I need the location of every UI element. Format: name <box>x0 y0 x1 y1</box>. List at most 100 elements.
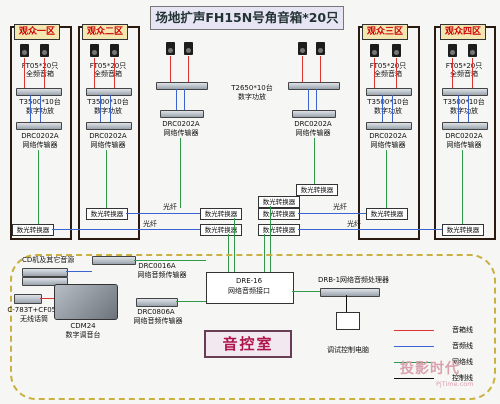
transmitter-model: DRC0202A <box>89 132 127 140</box>
dre16-model: DRE-16 <box>235 277 263 285</box>
fiber-converter-box: 数光转换器 <box>12 224 54 236</box>
legend-swatch <box>394 362 434 363</box>
drb1-label: DRB-1网络音频处理器 <box>318 276 390 284</box>
control-line <box>346 295 347 312</box>
speaker-line <box>452 58 453 88</box>
legend-label: 音箱线 <box>452 326 473 334</box>
speaker-line <box>24 58 25 88</box>
speaker-model: FT05*20只 <box>89 62 127 70</box>
network-line <box>134 260 206 261</box>
audio-line <box>176 89 177 110</box>
speaker-model: FT05*20只 <box>21 62 59 70</box>
amp-model: T3500*10台 <box>443 98 485 106</box>
transmitter-model: DRC0202A <box>21 132 59 140</box>
drc0806a-type: 网络音频传输器 <box>133 317 183 325</box>
speaker-line <box>94 58 95 88</box>
control-room-label: 音控室 <box>204 330 292 358</box>
transmitter-icon <box>16 122 62 130</box>
speaker-icon <box>316 42 325 55</box>
legend-swatch <box>394 330 434 331</box>
audio-line <box>316 89 317 110</box>
network-line <box>180 138 181 208</box>
network-line <box>234 218 235 272</box>
audio-line <box>40 95 41 122</box>
speaker-icon <box>468 44 477 57</box>
amplifier-icon <box>366 88 412 96</box>
speaker-line <box>302 56 303 82</box>
fiber-line <box>126 213 200 214</box>
fiber-label: 光纤 <box>163 203 177 211</box>
network-line <box>462 150 463 224</box>
transmitter-type: 网络传输器 <box>446 141 482 149</box>
network-line <box>228 234 229 272</box>
speaker-icon <box>166 42 175 55</box>
speaker-icon <box>90 44 99 57</box>
legend-item: 音频线 <box>392 340 496 352</box>
drc0016a-icon <box>92 256 136 265</box>
speaker-model: FT05*20只 <box>445 62 483 70</box>
drb1-icon <box>320 288 380 297</box>
transmitter-icon <box>86 122 132 130</box>
transmitter-model: DRC0202A <box>294 120 332 128</box>
fiber-converter-box: 数光转换器 <box>86 208 128 220</box>
center-amp-type: 数字功放 <box>238 93 266 101</box>
zone-4-label: 观众四区 <box>440 24 486 40</box>
speaker-icon <box>370 44 379 57</box>
watermark-brand: 投影时代 <box>400 361 460 377</box>
speaker-line <box>320 56 321 82</box>
legend-label: 控制线 <box>452 374 473 382</box>
speaker-icon <box>448 44 457 57</box>
amplifier-icon <box>86 88 132 96</box>
speaker-type: 全频音箱 <box>450 70 478 78</box>
transmitter-type: 网络传输器 <box>163 129 199 137</box>
transmitter-model: DRC0202A <box>445 132 483 140</box>
audio-line <box>458 95 459 122</box>
audio-line <box>382 95 383 122</box>
speaker-icon <box>184 42 193 55</box>
fiber-label: 光纤 <box>143 220 157 228</box>
fiber-converter-box: 数光转换器 <box>296 184 338 196</box>
speaker-line <box>114 58 115 88</box>
audio-line <box>184 89 185 110</box>
audio-line <box>110 95 111 122</box>
cd-player-icon <box>22 277 68 286</box>
fiber-converter-box: 数光转换器 <box>200 224 242 236</box>
transmitter-type: 网络传输器 <box>295 129 331 137</box>
fiber-converter-box: 数光转换器 <box>442 224 484 236</box>
drc0016a-model: DRC0016A <box>138 262 176 270</box>
speaker-line <box>44 58 45 88</box>
speaker-type: 全频音箱 <box>94 70 122 78</box>
legend: 音箱线 音频线 网络线 控制线 <box>392 320 496 394</box>
center-amp-model: T2650*10台 <box>231 84 273 92</box>
speaker-icon <box>392 44 401 57</box>
network-line <box>314 138 315 184</box>
speaker-icon <box>20 44 29 57</box>
audio-line <box>30 95 31 122</box>
fiber-converter-box: 数光转换器 <box>366 208 408 220</box>
watermark-url: PjTime.com <box>436 380 474 388</box>
fiber-line <box>298 229 442 230</box>
mic-receiver-icon <box>14 294 42 304</box>
speaker-line <box>40 298 54 299</box>
speaker-line <box>170 56 171 82</box>
legend-item: 网络线 <box>392 356 496 368</box>
legend-item: 控制线 <box>392 372 496 384</box>
transmitter-icon <box>366 122 412 130</box>
transmitter-model: DRC0202A <box>369 132 407 140</box>
transmitter-model: DRC0202A <box>162 120 200 128</box>
amplifier-icon <box>442 88 488 96</box>
audio-line <box>66 271 92 272</box>
amplifier-icon <box>288 82 340 90</box>
amp-type: 数字功放 <box>450 107 478 115</box>
speaker-type: 全频音箱 <box>26 70 54 78</box>
dre16-box <box>206 272 294 304</box>
computer-icon <box>336 312 360 330</box>
legend-label: 音频线 <box>452 342 473 350</box>
speaker-line <box>374 58 375 88</box>
speaker-icon <box>110 44 119 57</box>
network-line <box>264 234 265 272</box>
speaker-icon <box>40 44 49 57</box>
mic-model: C-783T+CF051 <box>7 306 61 314</box>
transmitter-icon <box>442 122 488 130</box>
mic-type: 无线话筒 <box>20 315 48 323</box>
